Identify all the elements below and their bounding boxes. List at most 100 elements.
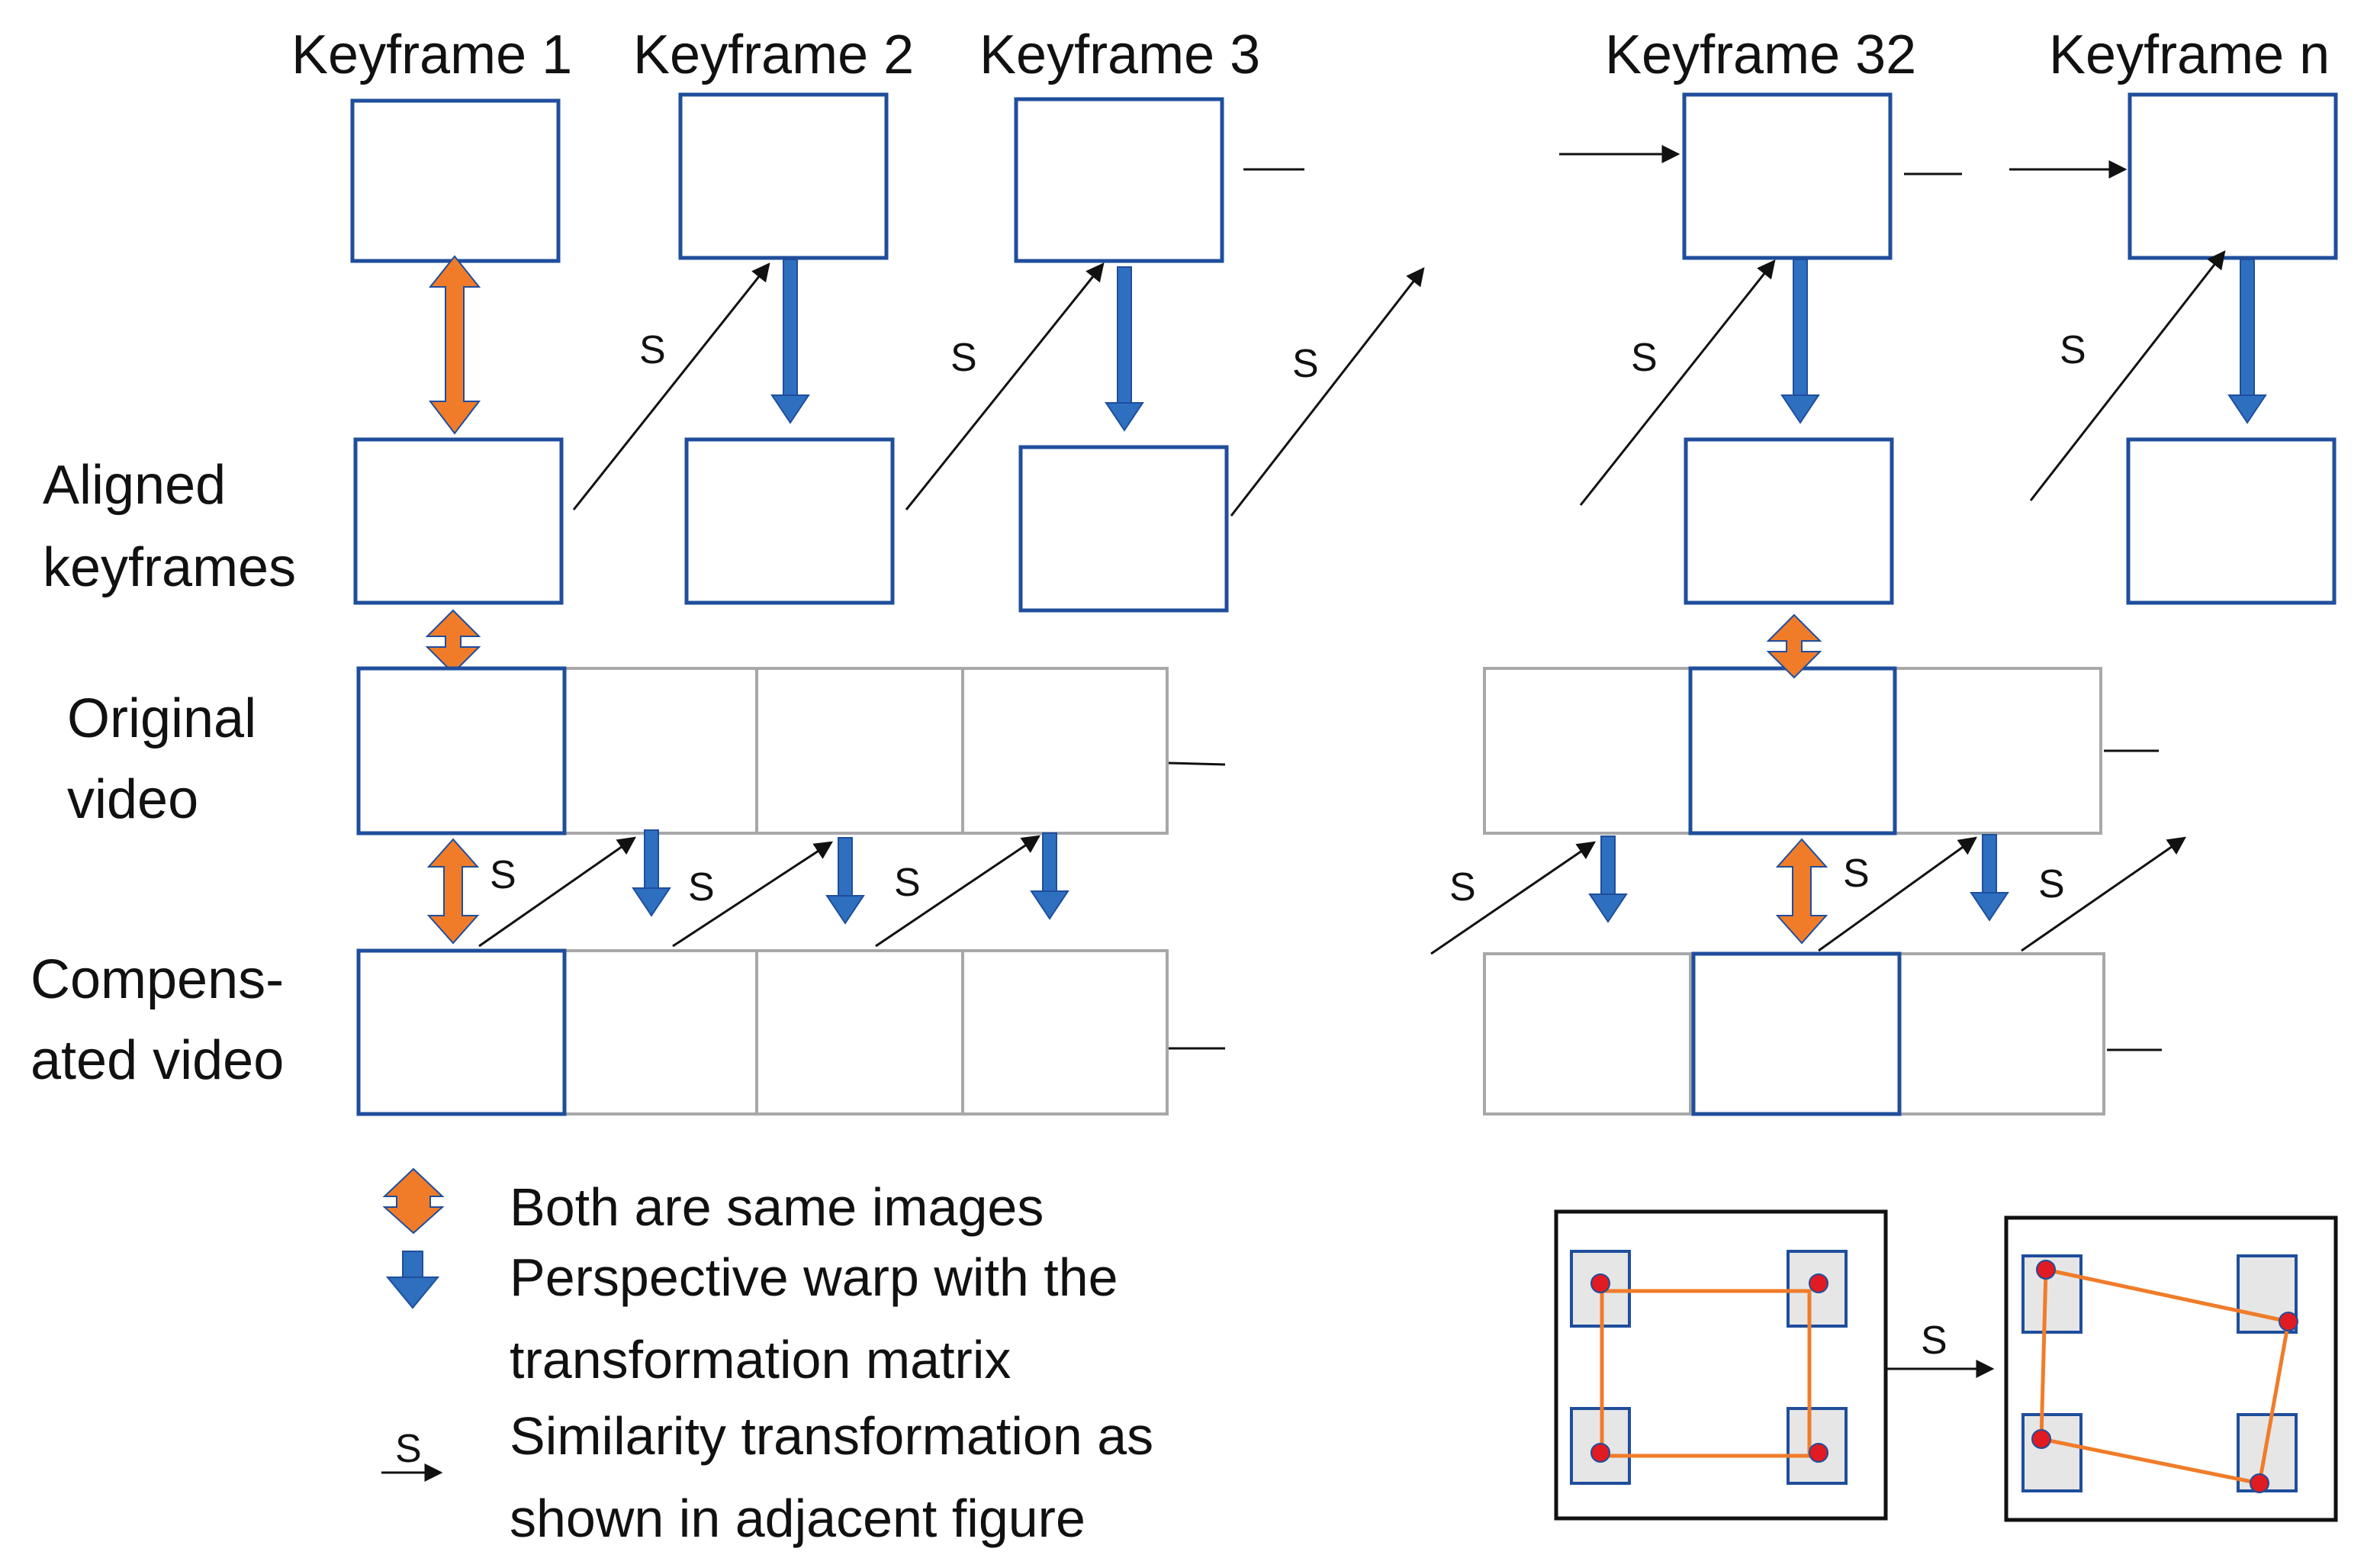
inset-corner-point (2036, 1260, 2056, 1280)
similarity-arrow (875, 835, 1040, 948)
aligned-keyframes-label-line1: Aligned (43, 455, 226, 516)
aligned-keyframes-label-line2: keyframes (43, 537, 296, 598)
inset-similarity-s-label: S (1921, 1318, 1947, 1363)
aligned-keyframe-3-box (1018, 445, 1229, 613)
perspective-warp-arrow (632, 829, 671, 916)
perspective-warp-arrow (1970, 834, 2009, 921)
legend-blue-arrow-icon (385, 1251, 440, 1309)
legend-warp-text-line1: Perspective warp with the (510, 1248, 1118, 1307)
aligned-keyframe-row (353, 437, 2337, 613)
inset-after-corner-box (2021, 1413, 2082, 1492)
same-image-arrow (1777, 839, 1827, 944)
keyframe-3-box (1014, 97, 1224, 263)
inset-corner-point (1809, 1443, 1828, 1463)
legend-similarity-s-label: S (395, 1427, 422, 1471)
similarity-arrow (905, 262, 1105, 510)
compensated-frame (563, 949, 758, 1116)
original-keyframe-1-frame (356, 666, 567, 835)
inset-corner-point (2250, 1473, 2269, 1493)
keyframe-connectors (1243, 145, 2128, 179)
similarity-arrow (1230, 267, 1425, 517)
inset-corner-point (1590, 1273, 1610, 1293)
keyframe-32-box (1682, 92, 1893, 260)
compensated-video-strip-left (563, 949, 1169, 1116)
keyframe-2-box (678, 92, 889, 260)
original-video-label-line1: Original (67, 688, 256, 749)
compensated-frame (961, 949, 1169, 1116)
keyframe-3-label: Keyframe 3 (979, 24, 1260, 85)
similarity-s-label: S (1843, 852, 1870, 896)
similarity-s-label: S (950, 336, 977, 380)
similarity-arrow (1430, 841, 1596, 955)
perspective-warp-arrow (826, 837, 864, 924)
keyframe-1-box (350, 98, 561, 263)
aligned-keyframe-32-box (1684, 437, 1894, 605)
compensated-video-strip-right (1483, 952, 2105, 1116)
original-frame (563, 667, 758, 835)
keyframe-n-box (2128, 92, 2338, 260)
similarity-arrows-top (572, 250, 2226, 517)
inset-corner-point (1590, 1443, 1610, 1463)
perspective-warp-arrow (771, 259, 809, 423)
perspective-warp-arrow (1031, 832, 1069, 919)
original-keyframe-32-frame (1688, 666, 1897, 835)
similarity-s-label: S (688, 865, 715, 909)
compensated-frame (1483, 952, 1692, 1116)
aligned-keyframe-n-box (2126, 437, 2337, 605)
continuation-dash (1168, 761, 1226, 766)
keyframe-32-label: Keyframe 32 (1605, 24, 1916, 85)
legend-similarity-text-line1: Similarity transformation as (510, 1406, 1153, 1466)
perspective-warp-arrow (1589, 835, 1627, 922)
aligned-keyframe-1-box (353, 437, 564, 605)
similarity-arrows-bottom (478, 835, 2186, 955)
similarity-s-label: S (894, 861, 921, 905)
compensated-keyframe-32-frame (1691, 951, 1902, 1116)
similarity-arrow (672, 841, 834, 948)
keyframe-n-label: Keyframe n (2049, 24, 2330, 85)
similarity-s-label: S (2060, 328, 2086, 372)
perspective-warp-arrow (1105, 266, 1143, 431)
legend: Both are same images Perspective warp wi… (381, 1167, 1153, 1548)
legend-similarity-text-line2: shown in adjacent figure (510, 1489, 1085, 1548)
compensated-frame (755, 949, 964, 1116)
compensated-frame (1898, 952, 2105, 1116)
similarity-s-label: S (1631, 336, 1658, 380)
similarity-arrow (2021, 836, 2186, 952)
keyframe-row (350, 92, 2338, 263)
inset-corner-point (2031, 1429, 2051, 1449)
aligned-keyframe-2-box (684, 437, 895, 605)
similarity-s-label: S (490, 853, 516, 897)
similarity-s-label: S (1449, 865, 1476, 909)
same-image-arrow (429, 256, 480, 434)
original-video-strip-left (563, 667, 1169, 835)
compensated-video-label-line2: ated video (31, 1030, 284, 1091)
legend-same-images-text: Both are same images (510, 1177, 1044, 1237)
original-frame (755, 667, 964, 835)
perspective-warp-arrow (1781, 259, 1819, 423)
similarity-arrow (1818, 836, 1977, 952)
similarity-s-label: S (2038, 862, 2065, 906)
legend-warp-text-line2: transformation matrix (510, 1330, 1011, 1389)
similarity-arrow (572, 262, 770, 510)
original-video-label-line2: video (67, 769, 198, 830)
original-frame (1893, 667, 2102, 835)
original-frame (961, 667, 1169, 835)
inset-after-corner-box (2237, 1254, 2298, 1334)
inset-corner-point (1809, 1273, 1828, 1293)
similarity-s-label: S (639, 328, 666, 372)
perspective-warp-arrow (2228, 259, 2266, 423)
original-frame (1483, 667, 1692, 835)
similarity-arrow (478, 836, 636, 948)
same-image-arrow (426, 610, 480, 674)
inset-figure: S (1554, 1209, 2338, 1522)
compensated-keyframe-1-frame (356, 948, 567, 1116)
similarity-s-label: S (1292, 342, 1319, 386)
keyframe-2-label: Keyframe 2 (633, 24, 914, 85)
same-image-arrow (428, 839, 478, 944)
similarity-arrow (1579, 259, 1776, 506)
keyframe-1-label: Keyframe 1 (291, 24, 572, 85)
inset-corner-point (2279, 1312, 2298, 1331)
similarity-arrow (2029, 250, 2226, 501)
legend-orange-double-arrow-icon (382, 1167, 445, 1235)
